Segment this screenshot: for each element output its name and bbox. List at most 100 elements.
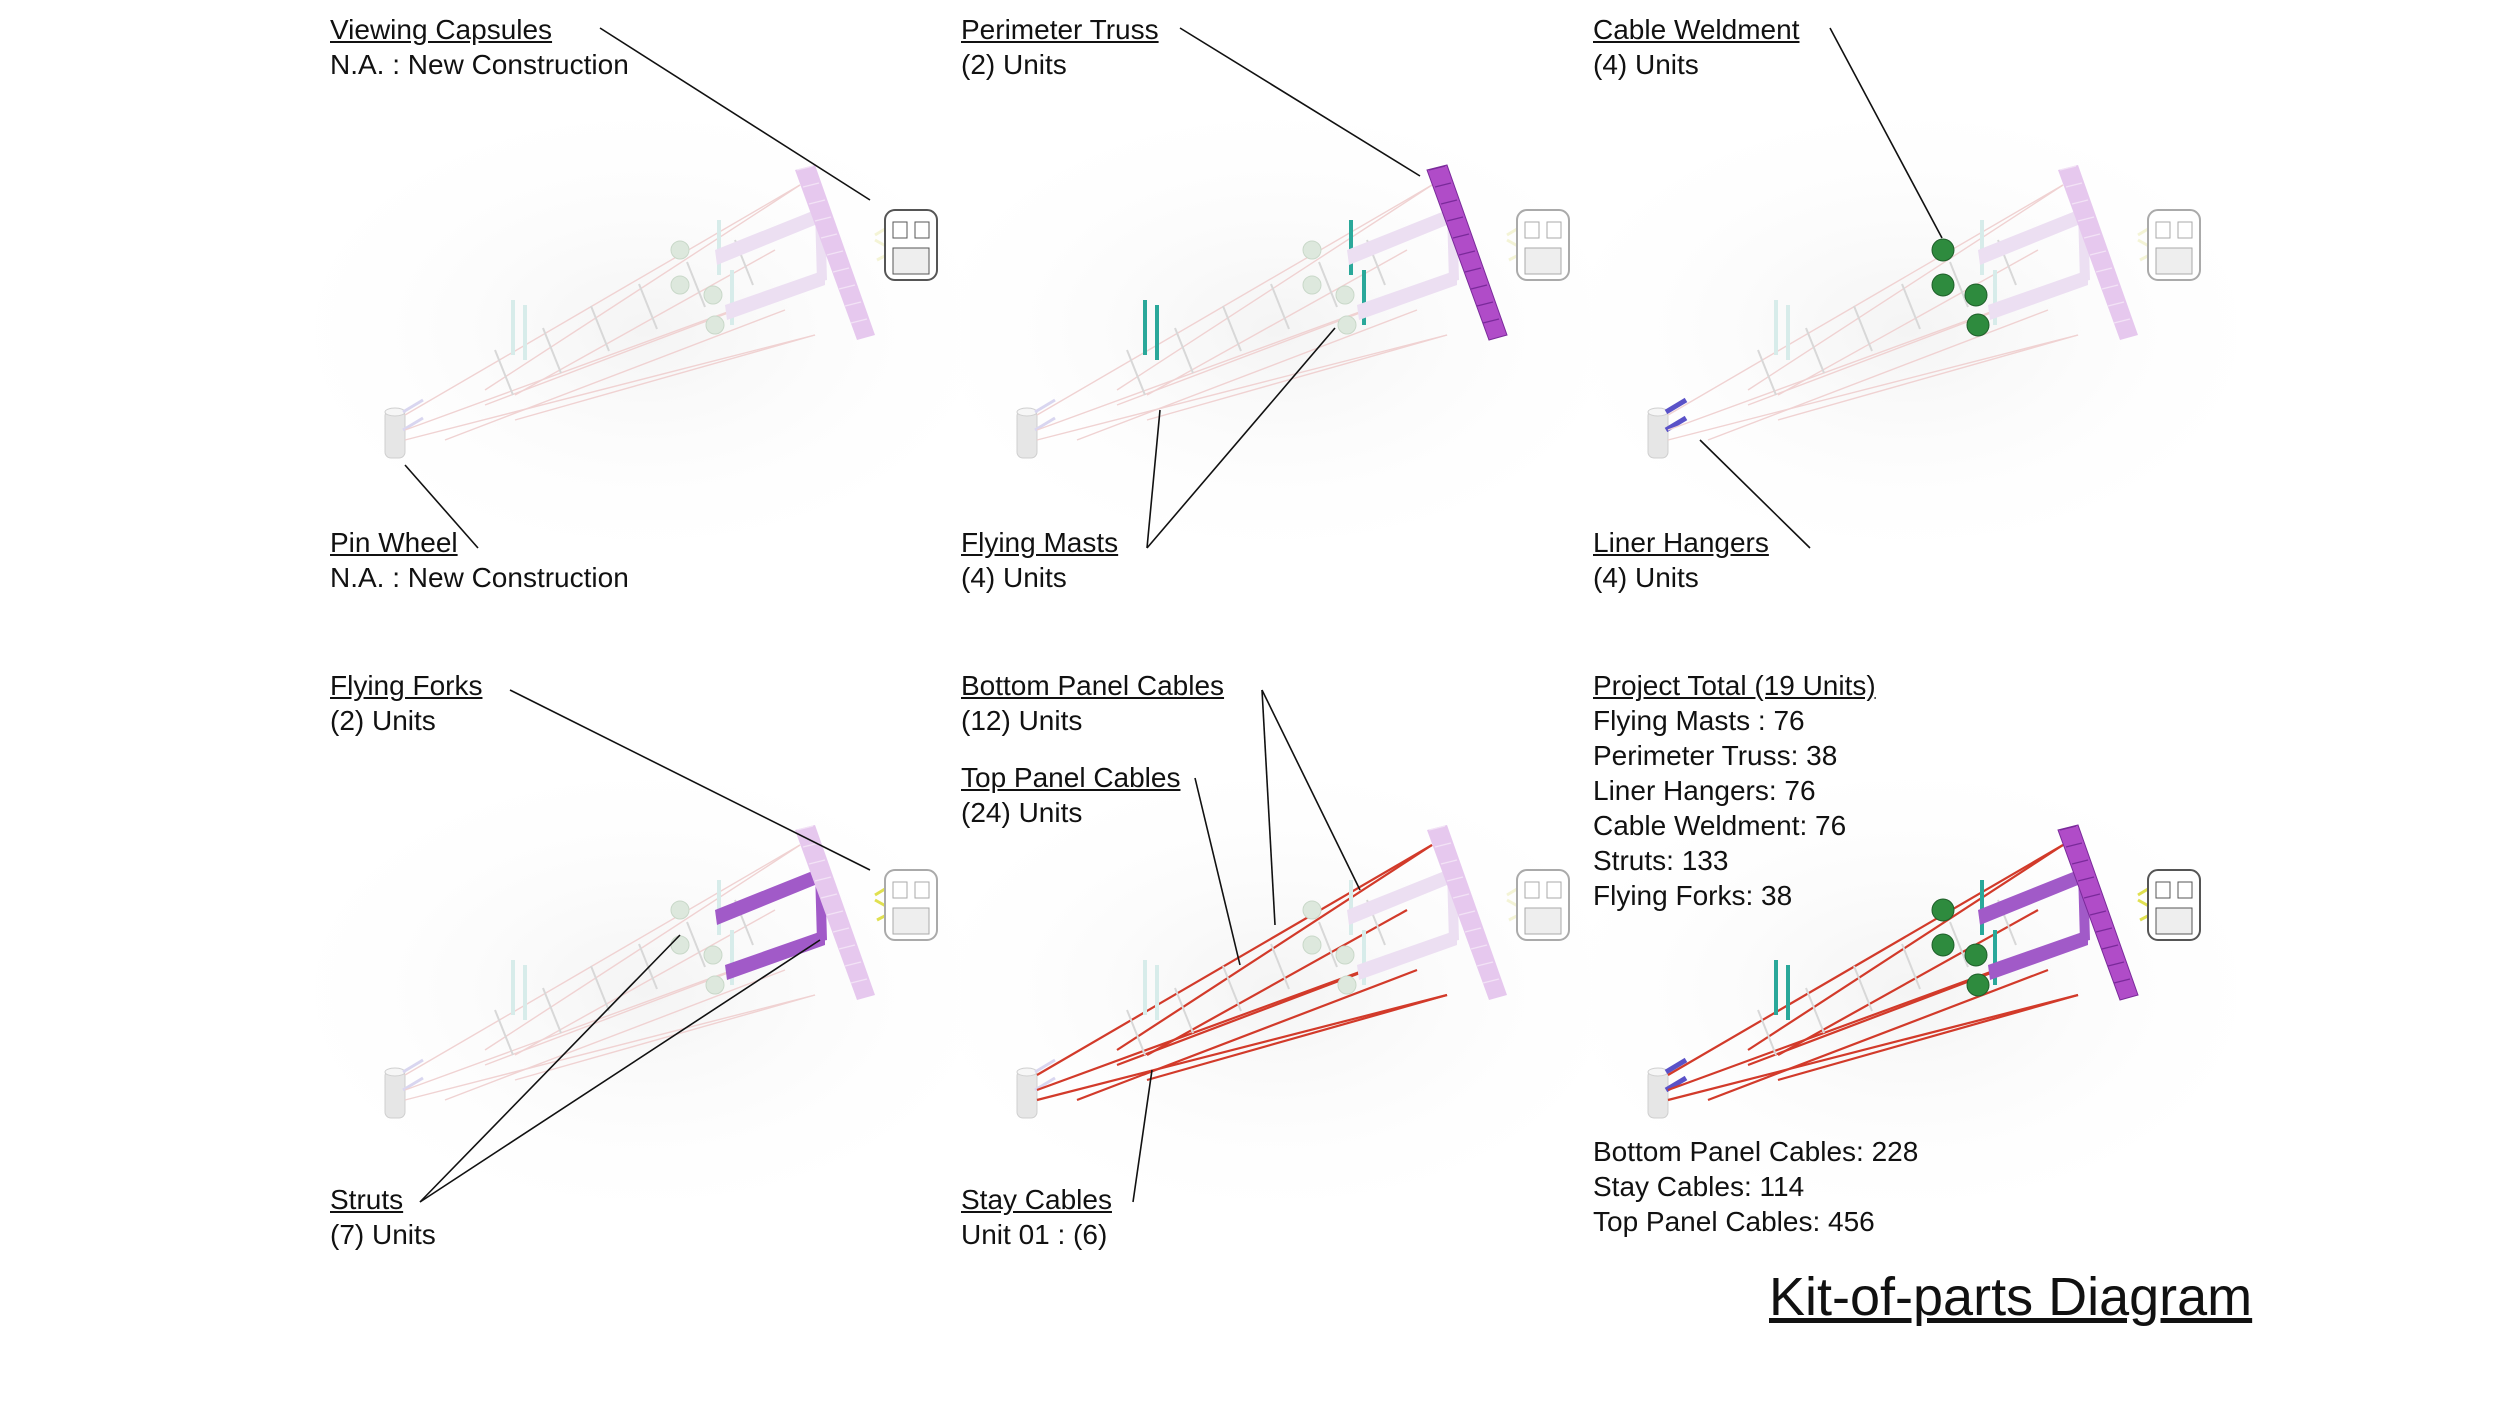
truss-web <box>850 978 868 984</box>
cable <box>1146 993 1448 1082</box>
truss-web <box>832 927 850 933</box>
pin-wheel-top <box>1647 407 1669 417</box>
fork-arm <box>1978 870 2078 925</box>
fork-arm <box>1357 930 1457 980</box>
strut-tick <box>1949 261 1969 308</box>
capsule-window <box>892 221 908 239</box>
truss-web <box>2095 267 2113 273</box>
leader-line <box>1194 777 1241 966</box>
truss-web <box>1458 250 1476 256</box>
liner-hangers-label: Liner Hangers (4) Units <box>1593 525 1769 595</box>
strut-tick <box>542 327 562 374</box>
page-title: Kit-of-parts Diagram <box>1769 1267 2253 1327</box>
flying-mast <box>717 220 721 275</box>
total-line: Liner Hangers: 76 <box>1593 775 1816 806</box>
total-line: Flying Masts : 76 <box>1593 705 1805 736</box>
cable-weldment <box>1964 283 1988 307</box>
fork-arm <box>1988 270 2088 320</box>
fork-arm <box>715 870 815 925</box>
leader-line <box>599 27 871 201</box>
truss-web <box>2107 301 2125 307</box>
flying-forks-title: Flying Forks <box>330 670 483 701</box>
truss-web <box>1482 318 1500 324</box>
total-line: Bottom Panel Cables: 228 <box>1593 1136 1919 1167</box>
pin-wheel-top <box>384 1067 406 1077</box>
truss-web <box>802 182 820 188</box>
assembly-model-4 <box>315 780 975 1200</box>
strut-tick <box>1805 987 1825 1034</box>
truss-web <box>2089 250 2107 256</box>
truss-web <box>2077 216 2095 222</box>
truss-web <box>844 301 862 307</box>
total-line: Top Panel Cables: 456 <box>1593 1206 1875 1237</box>
cable-weldment <box>705 975 725 995</box>
truss-web <box>844 961 862 967</box>
cable-weldment <box>1302 900 1322 920</box>
strut-tick <box>1757 1009 1777 1056</box>
assembly-model-5 <box>947 780 1607 1200</box>
cable <box>1036 334 1448 441</box>
total-line: Perimeter Truss: 38 <box>1593 740 1838 771</box>
cable <box>404 184 801 416</box>
strut-tick <box>1853 305 1873 352</box>
truss-web <box>2059 825 2077 831</box>
leader-line <box>419 934 681 1203</box>
strut-tick <box>590 965 610 1012</box>
truss-web <box>2065 842 2083 848</box>
capsule-window <box>2177 221 2193 239</box>
total-line: Cable Weldment: 76 <box>1593 810 1847 841</box>
capsule-window <box>1524 881 1540 899</box>
pin-wheel-detail: N.A. : New Construction <box>330 562 629 593</box>
truss-web <box>850 318 868 324</box>
truss-web <box>1428 825 1446 831</box>
assembly-model-6 <box>1578 780 2238 1200</box>
cable-weldment <box>703 945 723 965</box>
flying-mast <box>1155 305 1159 360</box>
truss-web <box>2113 978 2131 984</box>
strut-tick <box>494 349 514 396</box>
perimeter-truss-label: Perimeter Truss (2) Units <box>961 12 1159 82</box>
flying-mast <box>1980 220 1984 275</box>
cable-weldment <box>705 315 725 335</box>
truss-web <box>820 893 838 899</box>
fork-arm <box>1988 930 2088 980</box>
flying-mast <box>1774 960 1778 1015</box>
fork-arm <box>1978 210 2078 265</box>
strut-tick <box>1901 283 1921 330</box>
capsule-window <box>1546 881 1562 899</box>
leader-line <box>1261 689 1276 926</box>
cable <box>1667 184 2064 416</box>
flying-masts-title: Flying Masts <box>961 527 1119 558</box>
strut-tick <box>1222 305 1242 352</box>
truss-web <box>1470 284 1488 290</box>
liner-hanger <box>1034 1058 1056 1074</box>
flying-mast <box>1786 305 1790 360</box>
cable <box>1076 309 1418 441</box>
truss-web <box>1464 927 1482 933</box>
truss-web <box>808 199 826 205</box>
strut-tick <box>1853 965 1873 1012</box>
strut-tick <box>1901 943 1921 990</box>
capsule-window <box>1524 221 1540 239</box>
cable <box>444 969 786 1101</box>
cable <box>1667 334 2079 441</box>
flying-mast <box>523 305 527 360</box>
project-total-cables-block: Bottom Panel Cables: 228 Stay Cables: 11… <box>1593 1134 1918 1239</box>
strut-tick <box>1270 943 1290 990</box>
cable-weldment <box>1302 275 1322 295</box>
cable-weldment <box>670 935 690 955</box>
top-panel-cables-title: Top Panel Cables <box>961 762 1181 793</box>
flying-mast <box>1362 270 1366 325</box>
capsule-window <box>892 881 908 899</box>
cable-weldment <box>1302 240 1322 260</box>
cable <box>1707 309 2049 441</box>
capsule-door <box>1524 247 1562 275</box>
liner-hanger <box>1034 416 1056 432</box>
strut-tick <box>1757 349 1777 396</box>
pin-wheel-cylinder <box>1016 409 1038 459</box>
assembly-model-3 <box>1578 120 2238 540</box>
capsule-window <box>1546 221 1562 239</box>
truss-web <box>1446 876 1464 882</box>
fork-arm <box>725 930 825 980</box>
flying-mast <box>1143 300 1147 355</box>
